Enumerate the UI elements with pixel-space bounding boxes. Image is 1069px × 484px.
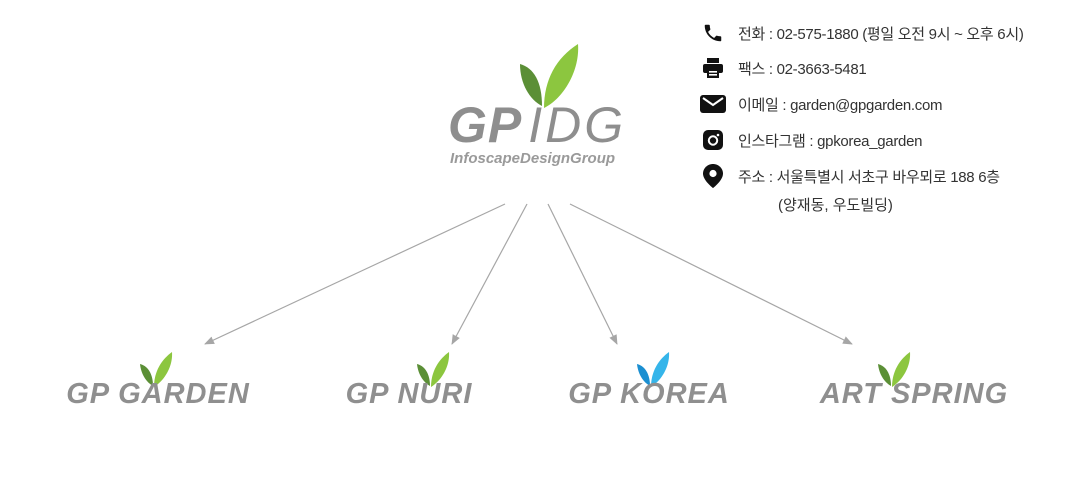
arrow-to-gp-korea — [547, 203, 618, 345]
leaf-logo-icon — [417, 352, 450, 387]
contact-instagram-text: 인스타그램 : gpkorea_garden — [738, 132, 923, 150]
leaf-right — [544, 44, 579, 108]
brand-name: GP GARDEN — [66, 378, 250, 410]
leaf-logo-icon — [637, 352, 670, 387]
parent-name-idg: IDG — [528, 97, 627, 153]
instagram-icon — [700, 127, 726, 153]
brand-name: ART SPRING — [819, 378, 1009, 410]
leaf-logo-icon — [878, 352, 911, 387]
brand-gp-nuri[interactable]: GP NURI — [299, 352, 519, 422]
contact-email-text: 이메일 : garden@gpgarden.com — [738, 96, 943, 114]
leaf-logo-icon — [140, 352, 173, 387]
contact-fax-text: 팩스 : 02-3663-5481 — [738, 60, 867, 78]
contact-phone-text: 전화 : 02-575-1880 (평일 오전 9시 ~ 오후 6시) — [738, 25, 1024, 43]
contact-fax: 팩스 : 02-3663-5481 — [700, 55, 867, 81]
contact-address-line2: (양재동, 우도빌딩) — [778, 197, 893, 214]
leaf-logo-icon — [520, 44, 579, 108]
brand-art-spring[interactable]: ART SPRING — [804, 352, 1024, 422]
printer-icon — [700, 55, 726, 81]
brand-name: GP KOREA — [568, 378, 730, 410]
map-pin-icon — [700, 163, 726, 189]
contact-phone[interactable]: 전화 : 02-575-1880 (평일 오전 9시 ~ 오후 6시) — [700, 20, 1024, 46]
contact-address: 주소 : 서울특별시 서초구 바우뫼로 188 6층 — [700, 163, 1000, 189]
contact-instagram[interactable]: 인스타그램 : gpkorea_garden — [700, 127, 922, 153]
phone-icon — [700, 20, 726, 46]
contact-address-text: 주소 : 서울특별시 서초구 바우뫼로 188 6층 — [738, 168, 1000, 186]
brand-name: GP NURI — [345, 378, 473, 410]
leaf-left — [520, 64, 542, 106]
arrow-to-gp-nuri — [451, 203, 528, 345]
arrow-to-art-spring — [569, 203, 853, 345]
arrow-to-gp-garden — [204, 203, 506, 345]
brand-gp-korea[interactable]: GP KOREA — [539, 352, 759, 422]
mail-icon — [700, 91, 726, 117]
contact-email[interactable]: 이메일 : garden@gpgarden.com — [700, 91, 943, 117]
parent-tagline: InfoscapeDesignGroup — [450, 150, 616, 167]
parent-name-gp: GP — [448, 97, 523, 153]
brand-gp-garden[interactable]: GP GARDEN — [48, 352, 268, 422]
